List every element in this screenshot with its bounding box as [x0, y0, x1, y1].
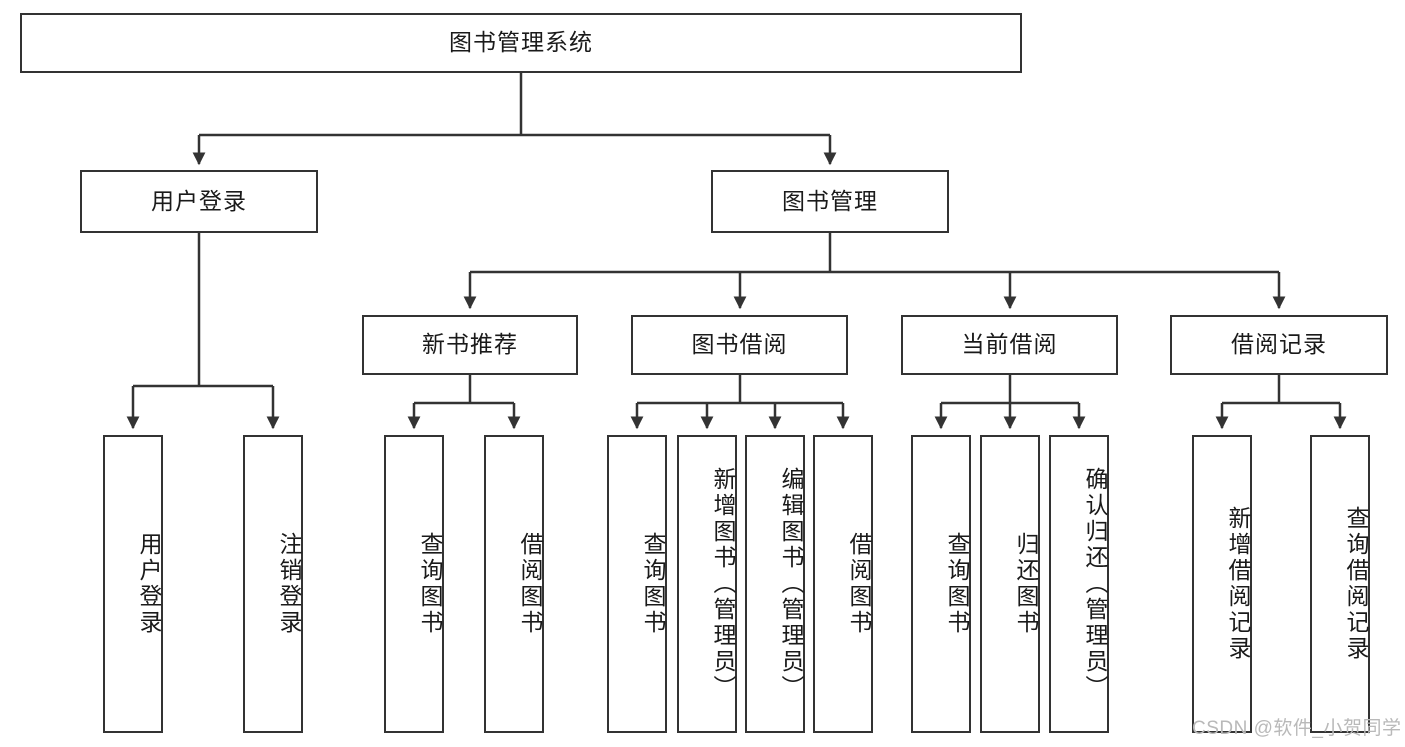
node-current-borrow[interactable]: 当前借阅 — [901, 315, 1118, 375]
node-label: 借阅图书 — [846, 532, 872, 636]
node-label: 新书推荐 — [422, 331, 518, 358]
node-book-management[interactable]: 图书管理 — [711, 170, 949, 233]
node-leaf-edit-book[interactable]: 编辑图书（管理员） — [745, 435, 805, 733]
node-label: 确认归还（管理员） — [1082, 467, 1108, 701]
node-label: 新增图书（管理员） — [710, 467, 736, 701]
node-label: 归还图书 — [1013, 532, 1039, 636]
node-leaf-borrow-book[interactable]: 借阅图书 — [813, 435, 873, 733]
node-new-book-recommend[interactable]: 新书推荐 — [362, 315, 578, 375]
node-label: 用户登录 — [136, 532, 162, 636]
node-leaf-query-borrow-record[interactable]: 查询借阅记录 — [1310, 435, 1370, 733]
node-label: 图书管理系统 — [449, 29, 593, 56]
node-leaf-add-book[interactable]: 新增图书（管理员） — [677, 435, 737, 733]
node-leaf-query-book-borrow[interactable]: 查询图书 — [607, 435, 667, 733]
node-leaf-query-book-current[interactable]: 查询图书 — [911, 435, 971, 733]
node-leaf-return-book[interactable]: 归还图书 — [980, 435, 1040, 733]
node-user-login[interactable]: 用户登录 — [80, 170, 318, 233]
node-leaf-query-book-recommend[interactable]: 查询图书 — [384, 435, 444, 733]
node-leaf-logout[interactable]: 注销登录 — [243, 435, 303, 733]
node-label: 查询借阅记录 — [1343, 506, 1369, 662]
node-label: 借阅图书 — [517, 532, 543, 636]
csdn-watermark: CSDN @软件_小贺同学 — [1192, 718, 1402, 739]
node-label: 编辑图书（管理员） — [778, 467, 804, 701]
node-label: 图书借阅 — [691, 331, 788, 358]
node-label: 当前借阅 — [961, 331, 1058, 358]
node-book-borrow[interactable]: 图书借阅 — [631, 315, 848, 375]
node-label: 图书管理 — [782, 187, 878, 214]
node-label: 用户登录 — [151, 187, 247, 214]
node-leaf-user-login[interactable]: 用户登录 — [103, 435, 163, 733]
node-book-management-system[interactable]: 图书管理系统 — [20, 13, 1022, 73]
node-label: 查询图书 — [640, 532, 666, 636]
node-leaf-add-borrow-record[interactable]: 新增借阅记录 — [1192, 435, 1252, 733]
node-leaf-borrow-book-recommend[interactable]: 借阅图书 — [484, 435, 544, 733]
node-label: 新增借阅记录 — [1225, 506, 1251, 662]
node-label: 查询图书 — [944, 532, 970, 636]
node-label: 借阅记录 — [1231, 331, 1327, 358]
node-label: 查询图书 — [417, 532, 443, 636]
node-leaf-confirm-return[interactable]: 确认归还（管理员） — [1049, 435, 1109, 733]
node-label: 注销登录 — [276, 532, 302, 636]
node-borrow-record[interactable]: 借阅记录 — [1170, 315, 1388, 375]
